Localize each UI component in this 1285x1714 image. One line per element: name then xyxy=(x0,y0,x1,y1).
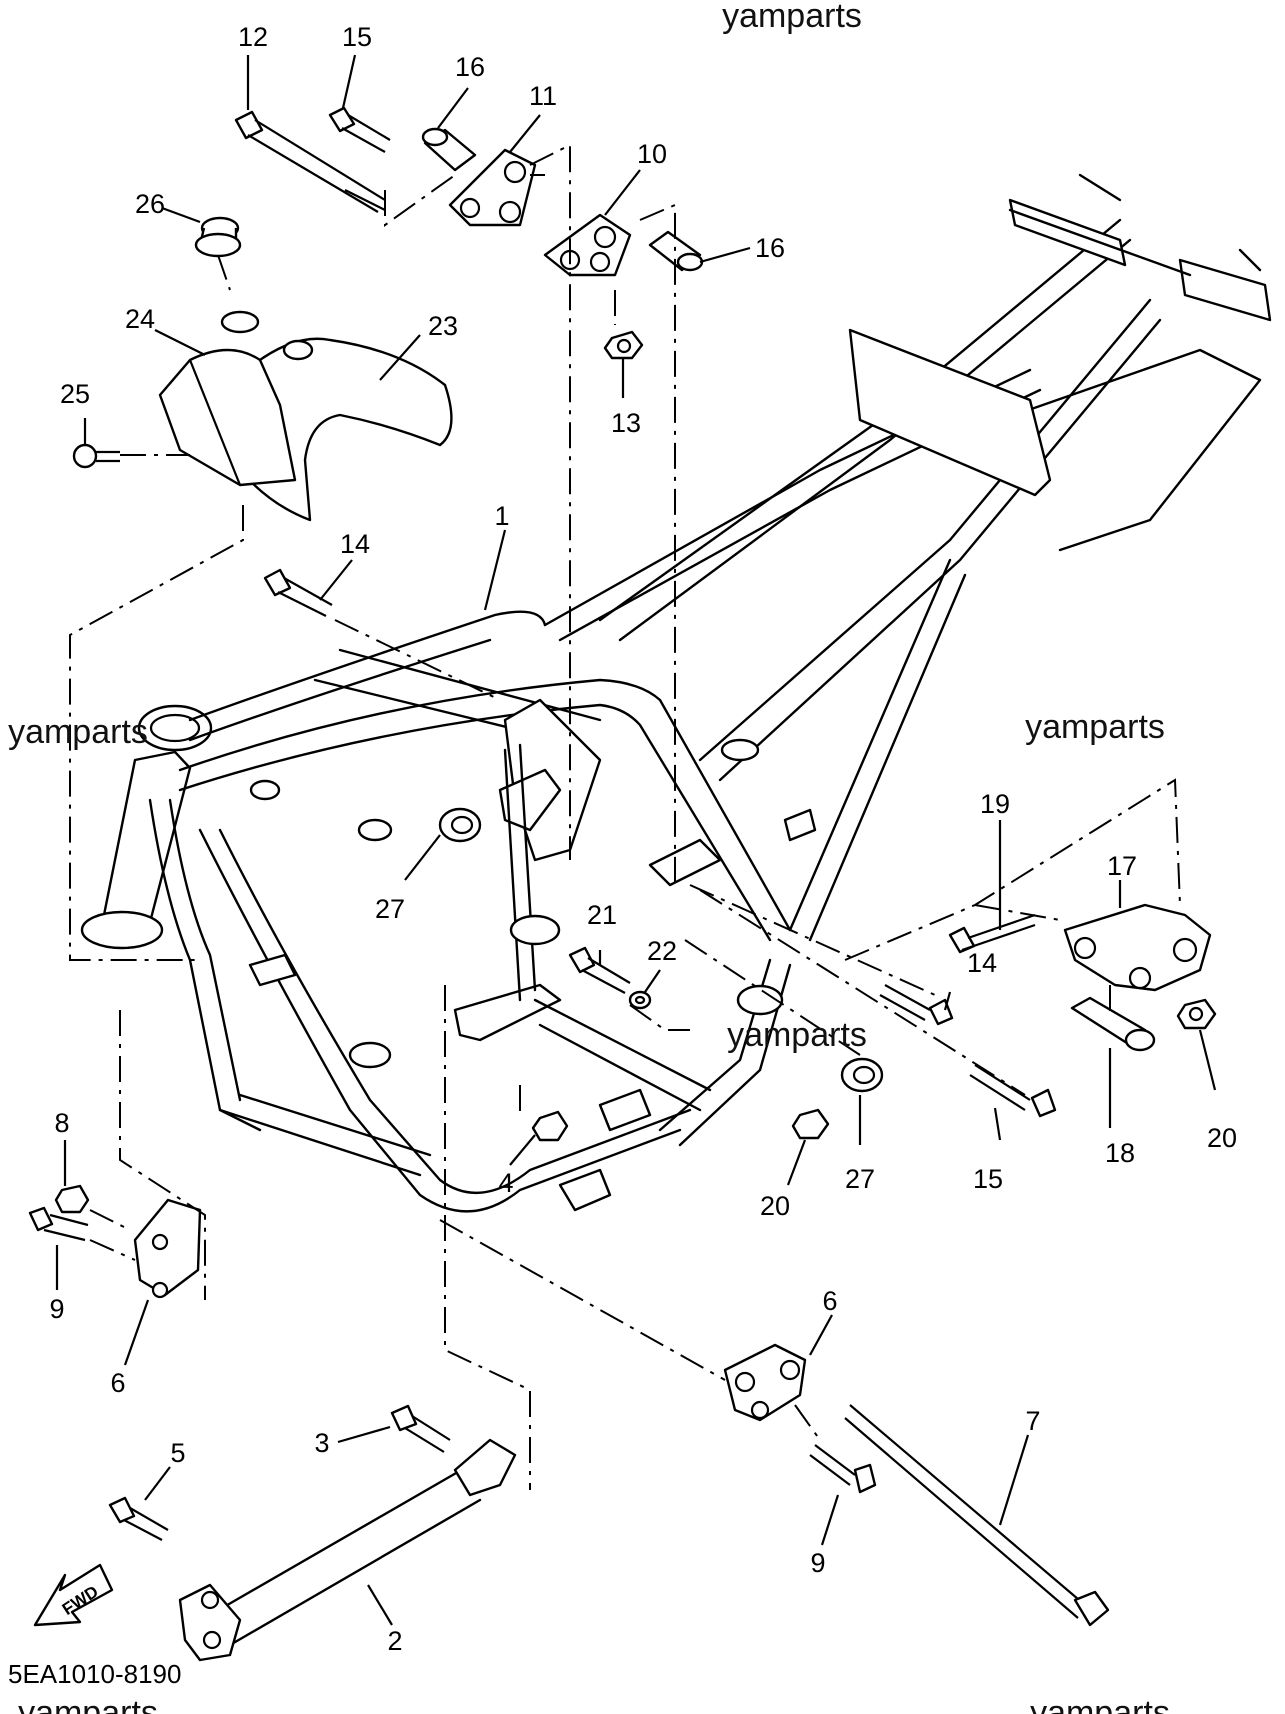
callout-6-bottom: 6 xyxy=(822,1286,837,1316)
bolt-15-lower xyxy=(969,1064,1057,1118)
callout-14-lower: 14 xyxy=(967,948,997,978)
watermark-top: yamparts xyxy=(722,0,862,35)
bolt-19 xyxy=(948,913,1036,954)
through-bolt-7 xyxy=(844,1404,1110,1627)
watermark-bottom-left: yamparts xyxy=(18,1694,158,1714)
bolt-9-left xyxy=(28,1206,89,1242)
bolt-14-lower xyxy=(879,984,954,1026)
bolt-21 xyxy=(568,946,631,994)
cover-24 xyxy=(158,310,314,487)
callout-23: 23 xyxy=(428,311,458,341)
nut-4 xyxy=(531,1110,569,1142)
callout-16-upper: 16 xyxy=(455,52,485,82)
watermark-right: yamparts xyxy=(1025,708,1165,746)
callout-19: 19 xyxy=(980,789,1010,819)
callout-27-left: 27 xyxy=(375,894,405,924)
callout-12: 12 xyxy=(238,22,268,52)
callout-9-left: 9 xyxy=(49,1294,64,1324)
watermark-bottom-right: yamparts xyxy=(1030,1694,1170,1714)
callout-7: 7 xyxy=(1025,1406,1040,1436)
callout-8: 8 xyxy=(54,1108,69,1138)
watermark-center: yamparts xyxy=(727,1016,867,1054)
callout-27-right: 27 xyxy=(845,1164,875,1194)
callout-17: 17 xyxy=(1107,851,1137,881)
watermarks: yamparts yamparts yamparts yamparts yamp… xyxy=(8,0,1170,1714)
callout-20-middle: 20 xyxy=(760,1191,790,1221)
collar-16-right xyxy=(648,230,704,272)
callout-3: 3 xyxy=(314,1428,329,1458)
callout-11: 11 xyxy=(529,81,557,111)
bushing-27-right xyxy=(840,1057,884,1093)
callout-10: 10 xyxy=(637,139,667,169)
callout-14-upper: 14 xyxy=(340,529,370,559)
assembly-lines xyxy=(69,143,1181,1490)
bracket-6-left xyxy=(133,1198,202,1299)
collar-16-upper xyxy=(421,127,477,172)
main-frame xyxy=(80,173,1272,1213)
bushing-27-left xyxy=(438,807,482,843)
callout-1: 1 xyxy=(494,501,509,531)
leader-lines xyxy=(55,54,1217,1626)
callout-16-right: 16 xyxy=(755,233,785,263)
callout-20-right: 20 xyxy=(1207,1123,1237,1153)
collar-18 xyxy=(1070,996,1156,1052)
bolt-12 xyxy=(234,110,386,213)
bolt-14-upper xyxy=(263,568,333,617)
catalog-code: 5EA1010-8190 xyxy=(8,1659,181,1689)
callout-6-left: 6 xyxy=(110,1368,125,1398)
washer-22 xyxy=(628,990,652,1010)
callout-4: 4 xyxy=(498,1168,513,1198)
callout-13: 13 xyxy=(611,408,641,438)
nut-13 xyxy=(603,330,644,360)
bolt-3 xyxy=(390,1404,451,1453)
nut-20-middle xyxy=(791,1108,830,1140)
callout-21: 21 xyxy=(587,900,617,930)
fwd-arrow-icon: FWD xyxy=(33,1563,114,1627)
callout-5: 5 xyxy=(170,1438,185,1468)
callout-26: 26 xyxy=(135,189,165,219)
bolt-25 xyxy=(72,443,120,469)
callout-numbers: 1 2 3 4 5 6 6 7 8 9 9 10 11 12 13 14 14 … xyxy=(49,22,1237,1656)
bracket-11 xyxy=(448,148,537,227)
callout-15-upper: 15 xyxy=(342,22,372,52)
bolt-5 xyxy=(108,1496,169,1541)
bracket-10 xyxy=(543,213,632,277)
callout-24: 24 xyxy=(125,304,155,334)
bracket-17 xyxy=(1063,903,1212,992)
nut-8 xyxy=(54,1184,90,1214)
watermark-left: yamparts xyxy=(8,713,148,751)
callout-15-lower: 15 xyxy=(973,1164,1003,1194)
callout-2: 2 xyxy=(387,1626,402,1656)
callout-18: 18 xyxy=(1105,1138,1135,1168)
rubber-26 xyxy=(194,216,242,258)
bracket-6-bottom xyxy=(723,1343,807,1422)
bolt-15-upper xyxy=(328,106,391,153)
callout-22: 22 xyxy=(647,936,677,966)
down-tube-2 xyxy=(178,1438,517,1662)
bolt-9-bottom xyxy=(809,1444,877,1494)
nut-20-right xyxy=(1176,998,1217,1030)
callout-9-bottom: 9 xyxy=(810,1548,825,1578)
callout-25: 25 xyxy=(60,379,90,409)
